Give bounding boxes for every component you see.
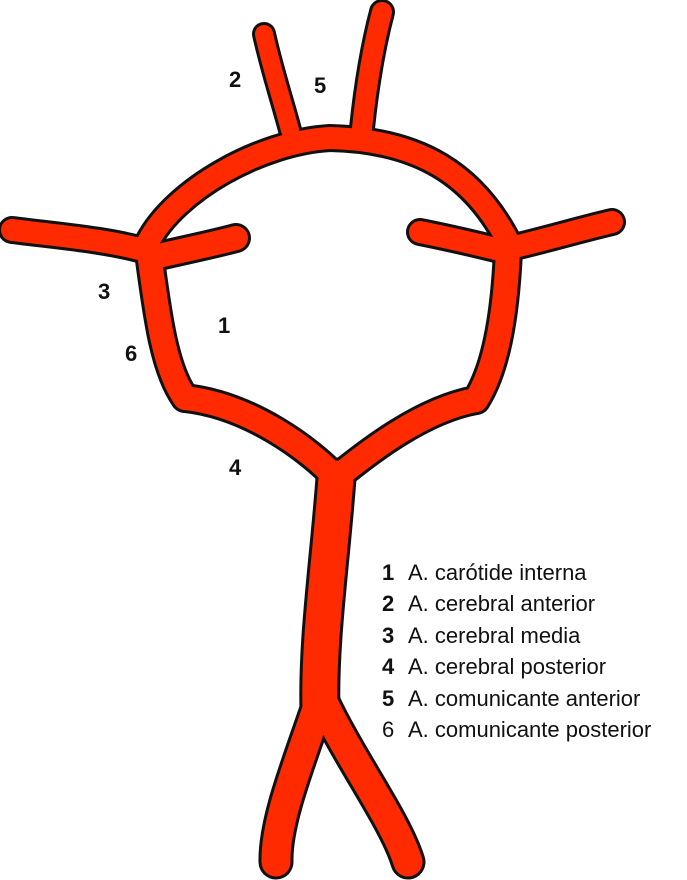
legend-item: 3 A. cerebral media <box>382 620 651 652</box>
label-2: 2 <box>229 69 241 91</box>
legend: 1 A. carótide interna 2 A. cerebral ante… <box>382 557 651 746</box>
label-1: 1 <box>218 315 230 337</box>
legend-item-number: 6 <box>382 717 408 743</box>
legend-item-number: 3 <box>382 623 408 649</box>
legend-item-label: A. carótide interna <box>408 560 587 586</box>
legend-item: 1 A. carótide interna <box>382 557 651 589</box>
label-6: 6 <box>125 343 137 365</box>
legend-item-label: A. comunicante posterior <box>408 717 651 743</box>
label-5: 5 <box>314 75 326 97</box>
legend-item-label: A. cerebral anterior <box>408 591 595 617</box>
legend-item-number: 2 <box>382 591 408 617</box>
basilar-artery <box>320 478 336 710</box>
label-3: 3 <box>98 281 110 303</box>
legend-item-number: 5 <box>382 686 408 712</box>
legend-item-label: A. cerebral posterior <box>408 654 606 680</box>
label-4: 4 <box>229 457 241 479</box>
legend-item: 4 A. cerebral posterior <box>382 652 651 684</box>
legend-item: 2 A. cerebral anterior <box>382 589 651 621</box>
legend-item-label: A. comunicante anterior <box>408 686 640 712</box>
vertebral-artery-left <box>276 700 320 862</box>
middle-cerebral-right <box>510 222 612 248</box>
legend-item-number: 1 <box>382 560 408 586</box>
legend-item-label: A. cerebral media <box>408 623 580 649</box>
legend-item-number: 4 <box>382 654 408 680</box>
legend-item: 6 A. comunicante posterior <box>382 715 651 747</box>
legend-item: 5 A. comunicante anterior <box>382 683 651 715</box>
